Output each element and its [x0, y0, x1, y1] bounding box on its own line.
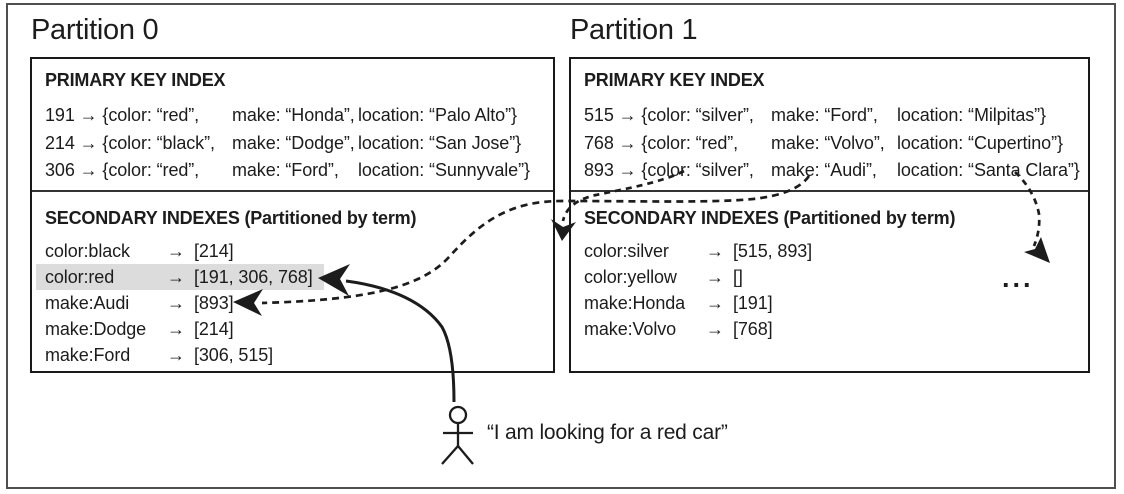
posting-list: [191] [733, 293, 773, 313]
doc-location: location: “San Jose”} [358, 132, 521, 153]
term: color:black [45, 241, 130, 261]
posting-list: [306, 515] [194, 345, 274, 365]
partition-0-box: PRIMARY KEY INDEX 191 → {color: “red”, m… [30, 57, 555, 373]
doc-make: make: “Ford”, [771, 105, 878, 125]
partition-0-primary-index-section: PRIMARY KEY INDEX 191 → {color: “red”, m… [32, 59, 553, 192]
partition-0-secondary-index-section: SECONDARY INDEXES (Partitioned by term) … [32, 192, 553, 371]
arrow-glyph: → [167, 293, 185, 313]
secondary-row-make-audi: make:Audi → [893] [36, 290, 245, 316]
posting-list: [893] [194, 293, 234, 313]
doc-location: location: “Santa Clara”} [897, 160, 1080, 180]
term: make:Audi [45, 293, 130, 313]
primary-index-title: PRIMARY KEY INDEX [584, 70, 765, 90]
posting-list: [515, 893] [733, 241, 813, 261]
arrow-glyph: → [167, 319, 185, 339]
doc-id-color: 768 → {color: “red”, [584, 132, 739, 153]
query-text: “I am looking for a red car” [487, 421, 728, 444]
doc-make: make: “Dodge”, [232, 132, 355, 153]
posting-list: [] [733, 267, 743, 287]
doc-make: make: “Volvo”, [771, 132, 885, 153]
term: color:silver [584, 241, 669, 261]
term: make:Volvo [584, 319, 677, 339]
secondary-index-title: SECONDARY INDEXES (Partitioned by term) [45, 208, 417, 228]
doc-id-color: 214 → {color: “black”, [45, 132, 215, 153]
secondary-row-make-dodge: make:Dodge → [214] [36, 316, 245, 342]
term: make:Honda [584, 293, 686, 313]
secondary-row-make-honda: make:Honda → [191] [575, 290, 784, 316]
doc-location: location: “Palo Alto”} [358, 105, 517, 125]
primary-row-515: 515 → {color: “silver”, make: “Ford”, lo… [584, 102, 1080, 130]
primary-row-214: 214 → {color: “black”, make: “Dodge”, lo… [45, 130, 530, 158]
more-partitions-ellipsis: ... [1002, 263, 1034, 293]
primary-index-rows: 515 → {color: “silver”, make: “Ford”, lo… [584, 102, 1080, 185]
doc-make: make: “Audi”, [771, 160, 877, 180]
arrow-glyph: → [167, 345, 185, 365]
term: color:yellow [584, 267, 677, 287]
doc-id-color: 515 → {color: “silver”, [584, 105, 754, 125]
secondary-index-title: SECONDARY INDEXES (Partitioned by term) [584, 208, 956, 228]
primary-row-306: 306 → {color: “red”, make: “Ford”, locat… [45, 157, 530, 185]
doc-location: location: “Sunnyvale”} [358, 160, 530, 180]
posting-list: [768] [733, 319, 773, 339]
term: color:red [45, 267, 115, 287]
primary-index-rows: 191 → {color: “red”, make: “Honda”, loca… [45, 102, 530, 185]
primary-row-191: 191 → {color: “red”, make: “Honda”, loca… [45, 102, 530, 130]
secondary-row-make-ford: make:Ford → [306, 515] [36, 342, 284, 368]
secondary-row-color-silver: color:silver → [515, 893] [575, 238, 823, 264]
arrow-glyph: → [706, 293, 724, 313]
arrow-glyph: → [706, 267, 724, 287]
doc-id-color: 191 → {color: “red”, [45, 105, 200, 125]
arrow-glyph: → [706, 241, 724, 261]
doc-make: make: “Ford”, [232, 160, 339, 180]
secondary-index-rows: color:silver → [515, 893] color:yellow →… [584, 238, 823, 342]
arrow-glyph: → [167, 267, 185, 287]
partition-1-label: Partition 1 [570, 14, 698, 46]
posting-list: [191, 306, 768] [194, 267, 313, 287]
partition-0-label: Partition 0 [31, 14, 159, 46]
primary-row-893: 893 → {color: “silver”, make: “Audi”, lo… [584, 157, 1080, 185]
primary-index-title: PRIMARY KEY INDEX [45, 70, 226, 90]
posting-list: [214] [194, 241, 234, 261]
arrow-glyph: → [167, 241, 185, 261]
term: make:Ford [45, 345, 131, 365]
primary-row-768: 768 → {color: “red”, make: “Volvo”, loca… [584, 130, 1080, 158]
secondary-row-color-black: color:black → [214] [36, 238, 245, 264]
secondary-row-make-volvo: make:Volvo → [768] [575, 316, 784, 342]
secondary-row-color-red-highlighted: color:red → [191, 306, 768] [36, 264, 324, 290]
doc-id-color: 306 → {color: “red”, [45, 160, 200, 180]
secondary-row-color-yellow: color:yellow → [] [575, 264, 754, 290]
arrow-glyph: → [706, 319, 724, 339]
term: make:Dodge [45, 319, 147, 339]
doc-location: location: “Milpitas”} [897, 105, 1046, 125]
doc-id-color: 893 → {color: “silver”, [584, 160, 754, 180]
doc-make: make: “Honda”, [232, 105, 355, 125]
doc-location: location: “Cupertino”} [897, 132, 1063, 153]
posting-list: [214] [194, 319, 234, 339]
partition-1-primary-index-section: PRIMARY KEY INDEX 515 → {color: “silver”… [571, 59, 1088, 192]
partition-1-box: PRIMARY KEY INDEX 515 → {color: “silver”… [569, 57, 1090, 373]
secondary-index-rows: color:black → [214] color:red → [191, 30… [36, 238, 324, 368]
